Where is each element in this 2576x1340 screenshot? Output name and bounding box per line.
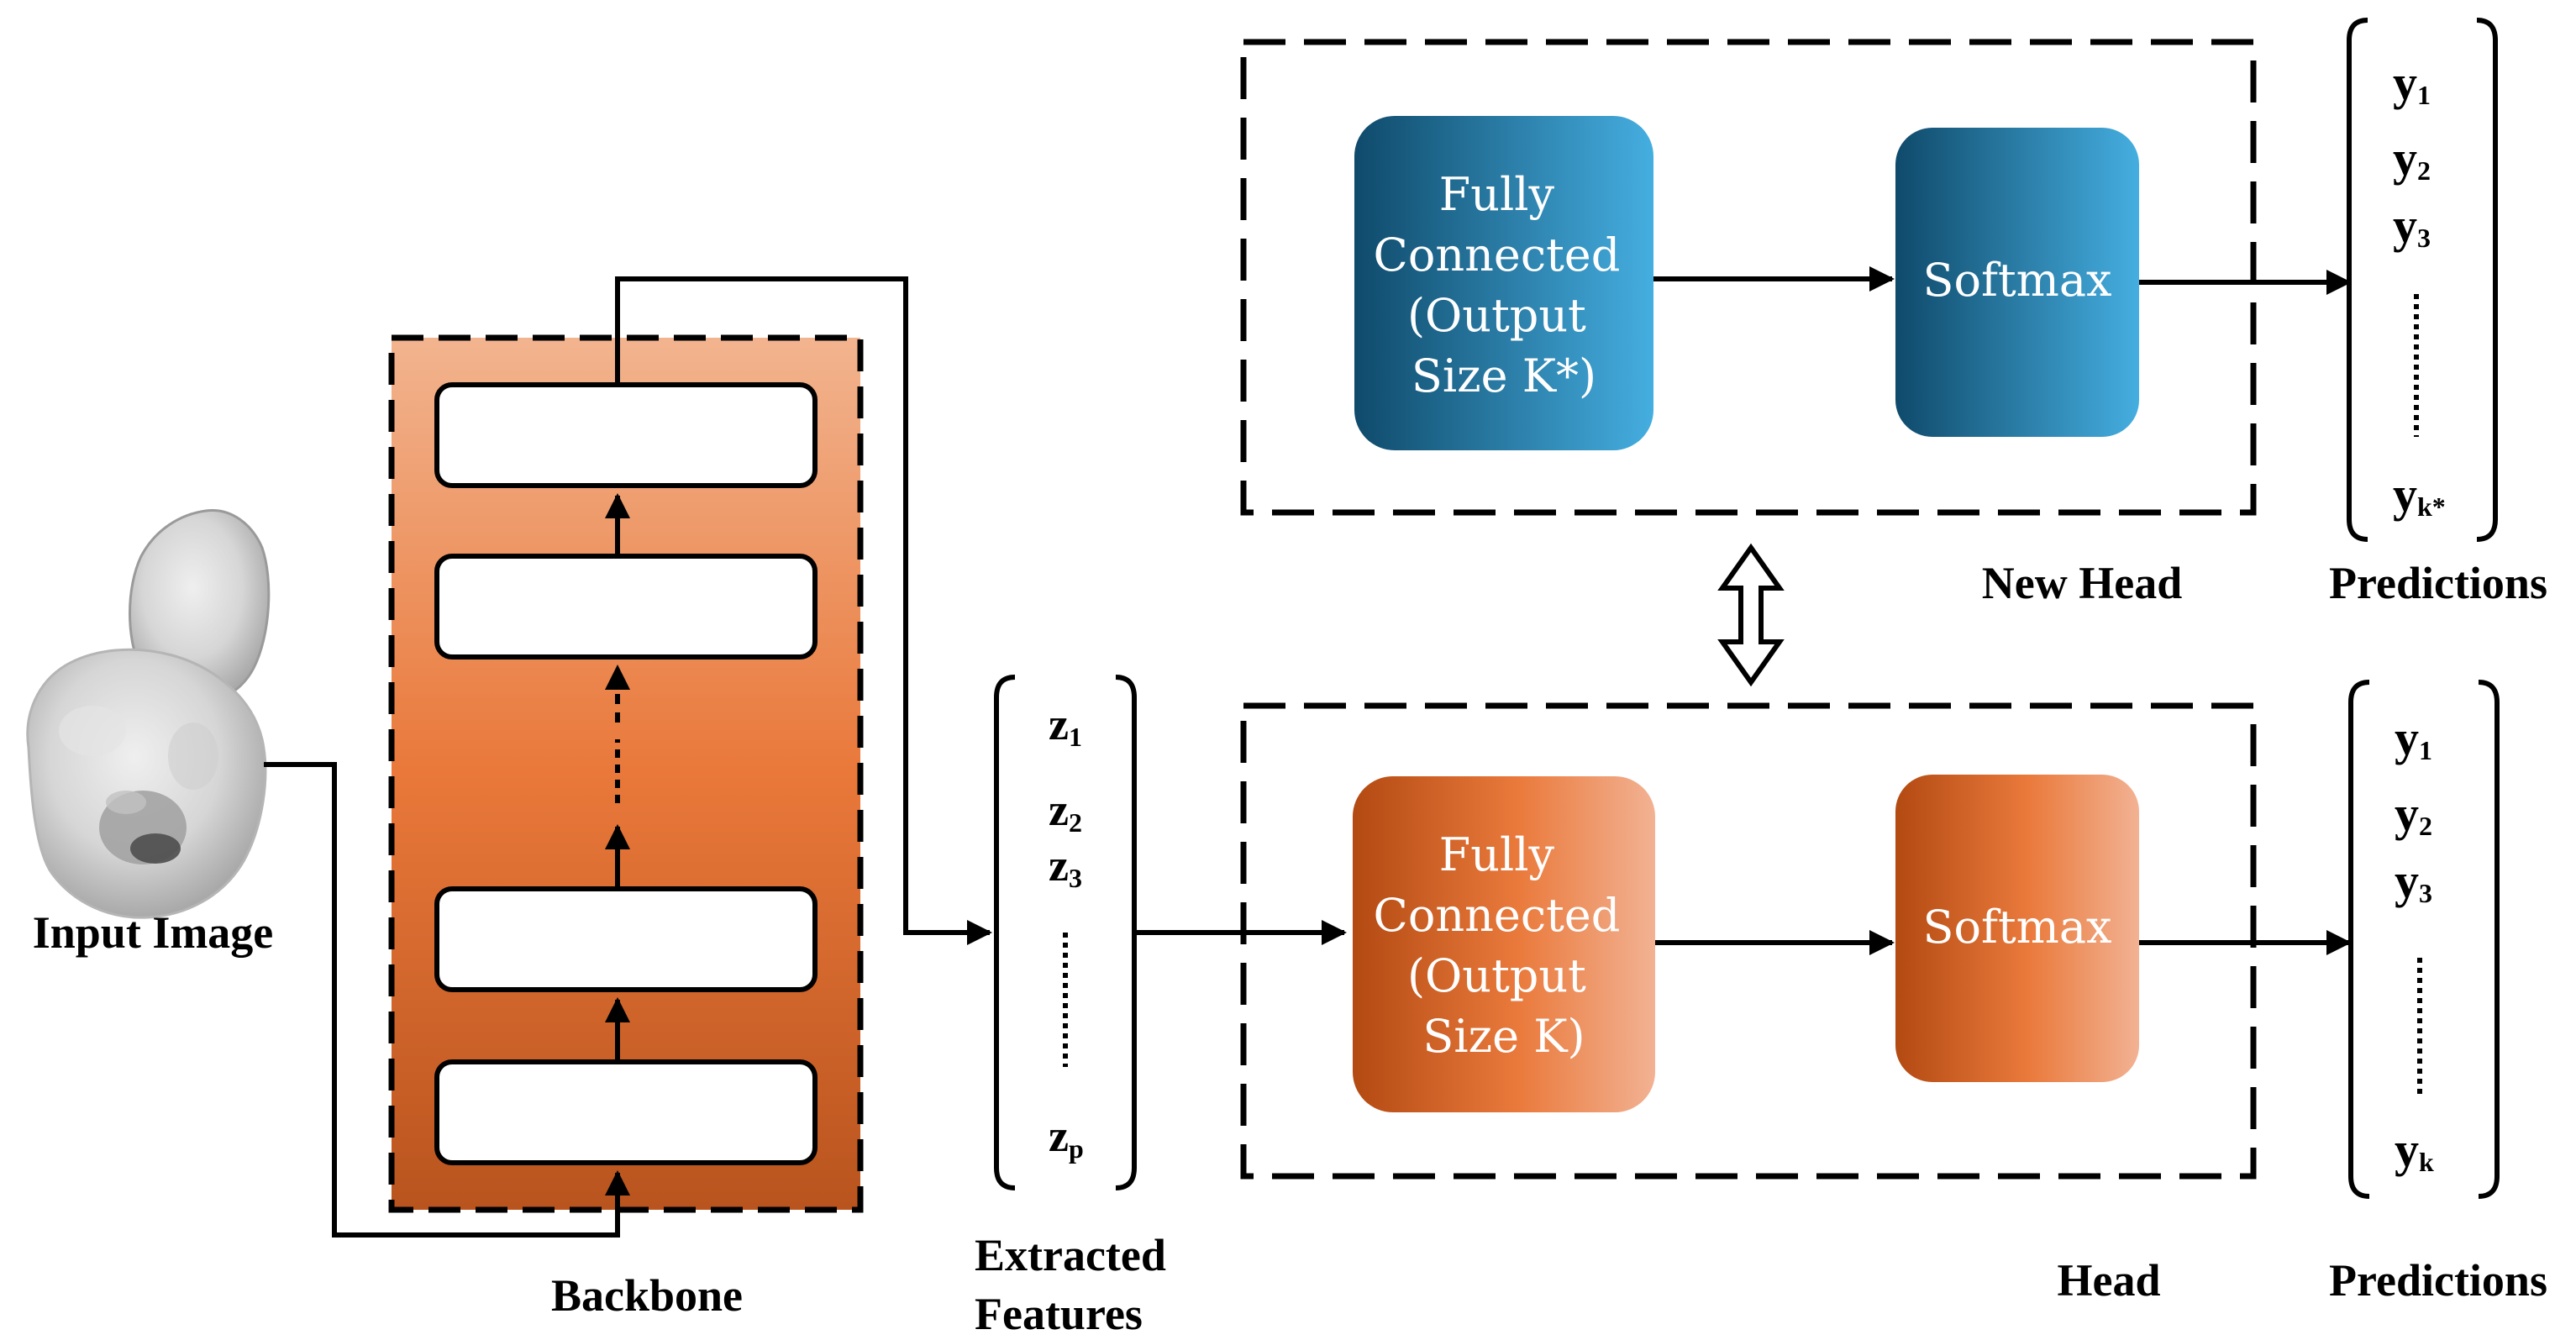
new-head-panel <box>1240 39 2257 516</box>
backbone-layer-4 <box>434 554 817 659</box>
head-label: Head <box>2057 1255 2160 1306</box>
prediction-top-y2: y2 <box>2393 131 2431 186</box>
backbone-layer-2 <box>434 886 817 992</box>
feature-z1: z1 <box>1049 699 1082 752</box>
head-fc-label: Fully Connected (Output Size K) <box>1374 828 1635 1063</box>
features-bracket-left <box>994 675 1016 1190</box>
prediction-top-y3: y3 <box>2393 198 2431 253</box>
predictions-bottom-label: Predictions <box>2329 1255 2547 1306</box>
features-bracket-right <box>1115 675 1137 1190</box>
feature-z3: z3 <box>1049 840 1082 893</box>
head-fc-block <box>1353 776 1655 1112</box>
prediction-bottom-y2: y2 <box>2395 786 2432 841</box>
new-head-fc-label: Fully Connected (Output Size K*) <box>1374 168 1635 402</box>
feature-z2: z2 <box>1049 785 1082 838</box>
features-vector: z1 z2 z3 zp <box>994 675 1137 1190</box>
predictions-top-label: Predictions <box>2329 558 2547 608</box>
swap-double-arrow-icon <box>1717 543 1785 687</box>
feature-zp: zp <box>1049 1111 1084 1164</box>
new-head-label: New Head <box>1982 558 2182 608</box>
prediction-bottom-y3: y3 <box>2395 854 2432 908</box>
predictions-top-vector: y1 y2 y3 yk* <box>2347 18 2498 542</box>
backbone-to-features-connector <box>615 276 992 945</box>
new-head-fc-block <box>1354 116 1653 450</box>
new-head-softmax-label: Softmax <box>1922 254 2111 307</box>
backbone-label: Backbone <box>551 1270 743 1321</box>
new-head-softmax-block <box>1895 128 2139 437</box>
predictions-bottom-vector: y1 y2 y3 yk <box>2348 680 2500 1199</box>
backbone-layer-1 <box>434 1059 817 1165</box>
extracted-features-label-2: Features <box>975 1289 1143 1339</box>
prediction-top-y1: y1 <box>2393 55 2431 110</box>
head-softmax-label: Softmax <box>1922 901 2111 954</box>
prediction-top-yk: yk* <box>2393 467 2446 522</box>
input-to-backbone-connector <box>264 762 630 1238</box>
prediction-bottom-y1: y1 <box>2395 711 2432 765</box>
extracted-features-label-1: Extracted <box>975 1230 1166 1280</box>
backbone-layer-5 <box>434 382 817 488</box>
input-image-label: Input Image <box>33 907 274 958</box>
prediction-bottom-yk: yk <box>2395 1122 2434 1177</box>
input-image-cell <box>26 648 267 919</box>
head-softmax-block <box>1895 775 2139 1082</box>
